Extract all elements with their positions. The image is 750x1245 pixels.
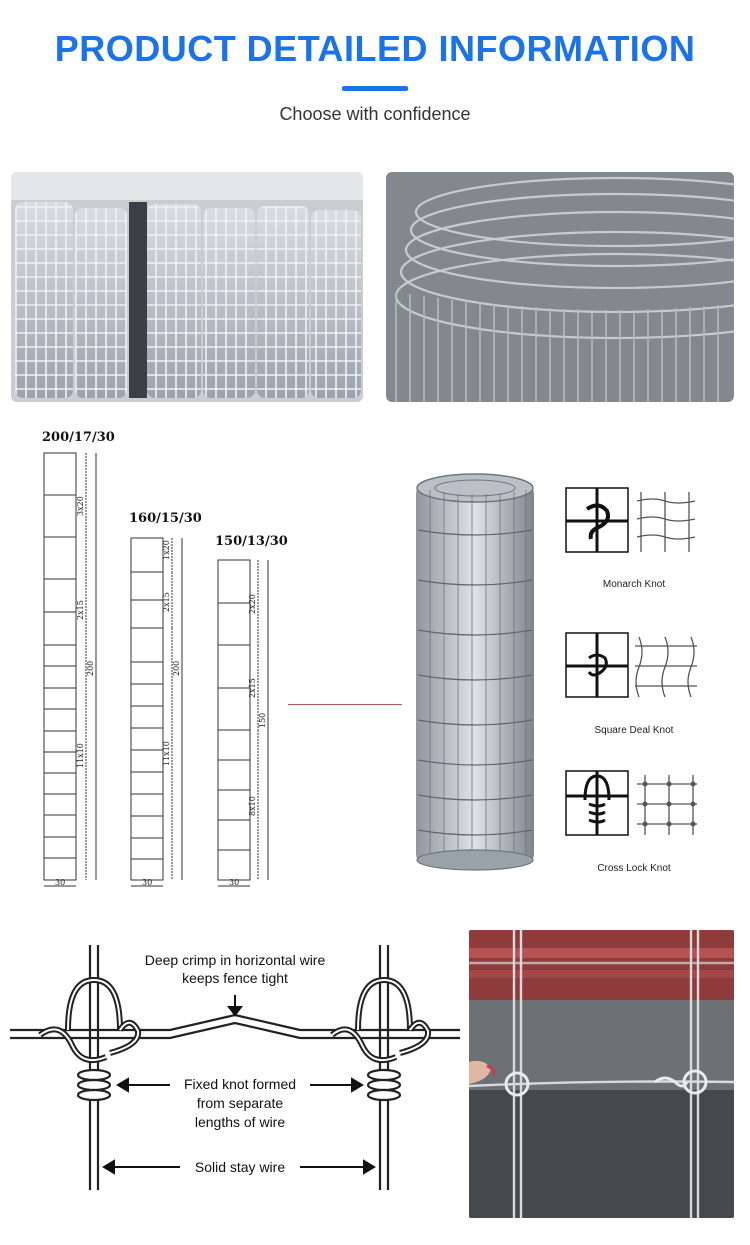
fixed-knot-diagram: Deep crimp in horizontal wire keeps fenc… xyxy=(10,945,460,1190)
cross-lock-knot-label: Cross Lock Knot xyxy=(597,863,671,874)
spec-diagrams: 3x20 2x15 11x10 200 30 1x20 2x15 11x10 2… xyxy=(43,452,269,887)
spec-label-1: 200/17/30 xyxy=(42,430,115,445)
spec3-bottom-dim: 8x10 xyxy=(248,796,257,816)
crimp-label-line1: Deep crimp in horizontal wire xyxy=(145,952,326,968)
spec1-mid-dim: 2x15 xyxy=(76,600,85,620)
knot-label-line3: lengths of wire xyxy=(195,1114,285,1130)
monarch-knot-icon xyxy=(565,487,705,562)
square-deal-knot-icon xyxy=(565,632,705,707)
spec2-mid-dim: 2x15 xyxy=(162,592,171,612)
title-underline xyxy=(342,86,408,91)
spec1-bottom-dim: 11x10 xyxy=(76,743,85,768)
spec1-top-dim: 3x20 xyxy=(76,496,85,516)
spec-label-3: 150/13/30 xyxy=(215,534,288,549)
spec3-mid-dim: 2x15 xyxy=(248,678,257,698)
spec-label-2: 160/15/30 xyxy=(129,511,202,526)
single-fence-roll-photo xyxy=(410,470,540,875)
spec3-top-dim: 2x20 xyxy=(248,594,257,614)
connector-line xyxy=(288,704,402,705)
square-deal-knot-label: Square Deal Knot xyxy=(594,725,674,736)
spec1-height-dim: 200 xyxy=(86,661,95,676)
knot-label-line1: Fixed knot formed xyxy=(184,1076,296,1092)
cross-lock-knot-icon xyxy=(565,770,705,845)
spec3-width-dim: 30 xyxy=(229,878,239,887)
fence-roll-closeup-photo xyxy=(386,172,734,402)
stay-wire-label: Solid stay wire xyxy=(195,1159,285,1175)
page-title: PRODUCT DETAILED INFORMATION xyxy=(54,28,696,69)
spec2-height-dim: 200 xyxy=(172,661,181,676)
fence-rolls-stacked-photo xyxy=(11,172,363,402)
page-subtitle: Choose with confidence xyxy=(279,104,471,124)
spec3-height-dim: 150 xyxy=(258,713,267,728)
spec2-top-dim: 1x20 xyxy=(162,540,171,560)
knot-label-line2: from separate xyxy=(197,1095,284,1111)
monarch-knot-label: Monarch Knot xyxy=(602,579,666,590)
spec1-width-dim: 30 xyxy=(55,878,65,887)
spec2-bottom-dim: 11x10 xyxy=(162,741,171,766)
crimp-label-line2: keeps fence tight xyxy=(182,970,288,986)
fixed-knot-closeup-photo xyxy=(469,930,734,1218)
spec2-width-dim: 30 xyxy=(142,878,152,887)
